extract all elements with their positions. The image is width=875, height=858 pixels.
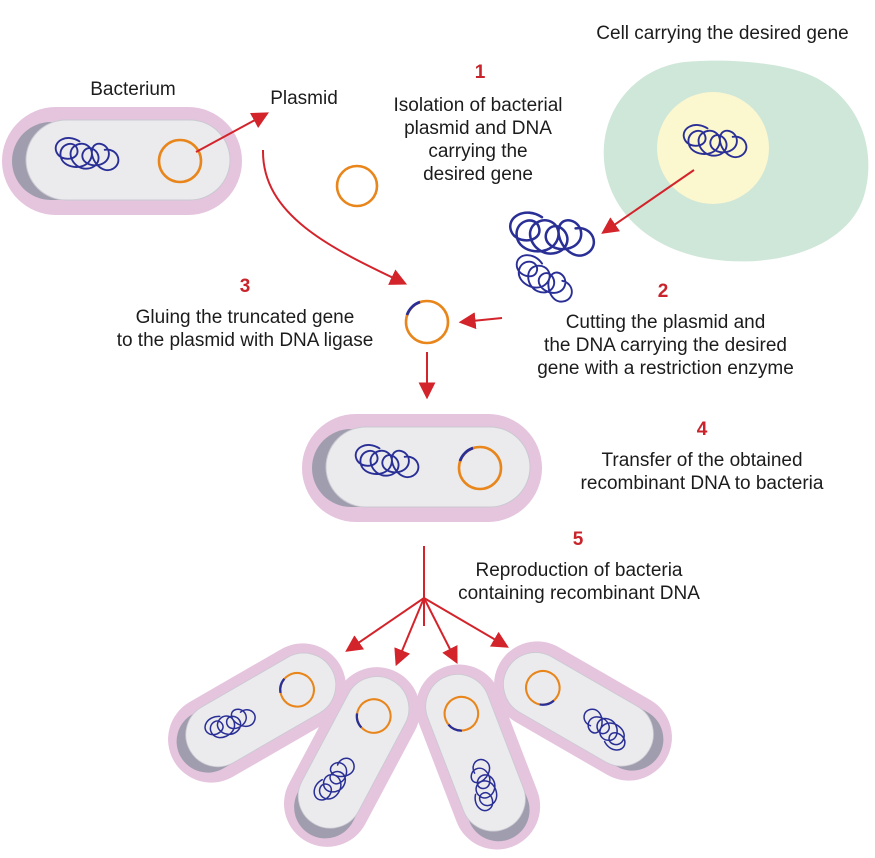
step-1-number: 1 [474,62,486,83]
arrow-daughter-1-icon [345,597,425,652]
cell-label: Cell carrying the desired gene [596,23,849,44]
recombinant-plasmid-icon [404,299,450,345]
arrow-plasmid-label-icon [195,112,269,153]
arrow-plasmid-to-cut-icon [261,149,408,285]
arrow-gene-to-plasmid-icon [458,312,503,330]
step-4-number: 4 [696,419,708,440]
arrow-daughter-3-icon [423,597,458,665]
step-3-text: Gluing the truncated gene to the plasmid… [116,307,374,351]
step-4-text: Transfer of the obtained recombinant DNA… [580,450,824,494]
step-2-text: Cutting the plasmid and the DNA carrying… [537,312,794,379]
step-2-number: 2 [657,281,669,302]
donor-cell [603,60,869,262]
bacterium-label: Bacterium [90,79,176,100]
step-5-text: Reproduction of bacteria containing reco… [458,560,700,604]
bacterium-recombinant [302,414,542,522]
step-3-number: 3 [239,276,251,297]
arrow-daughter-2-icon [394,597,425,667]
bacterium-source [2,107,242,215]
arrow-cell-to-gene-icon [601,169,695,234]
arrow-daughter-4-icon [423,597,509,648]
step-1-text: Isolation of bacterial plasmid and DNA c… [393,95,563,185]
step-5-number: 5 [572,529,584,550]
extracted-gene-dna-icon [508,211,596,306]
free-plasmid-icon [335,164,379,208]
plasmid-label: Plasmid [270,88,338,109]
